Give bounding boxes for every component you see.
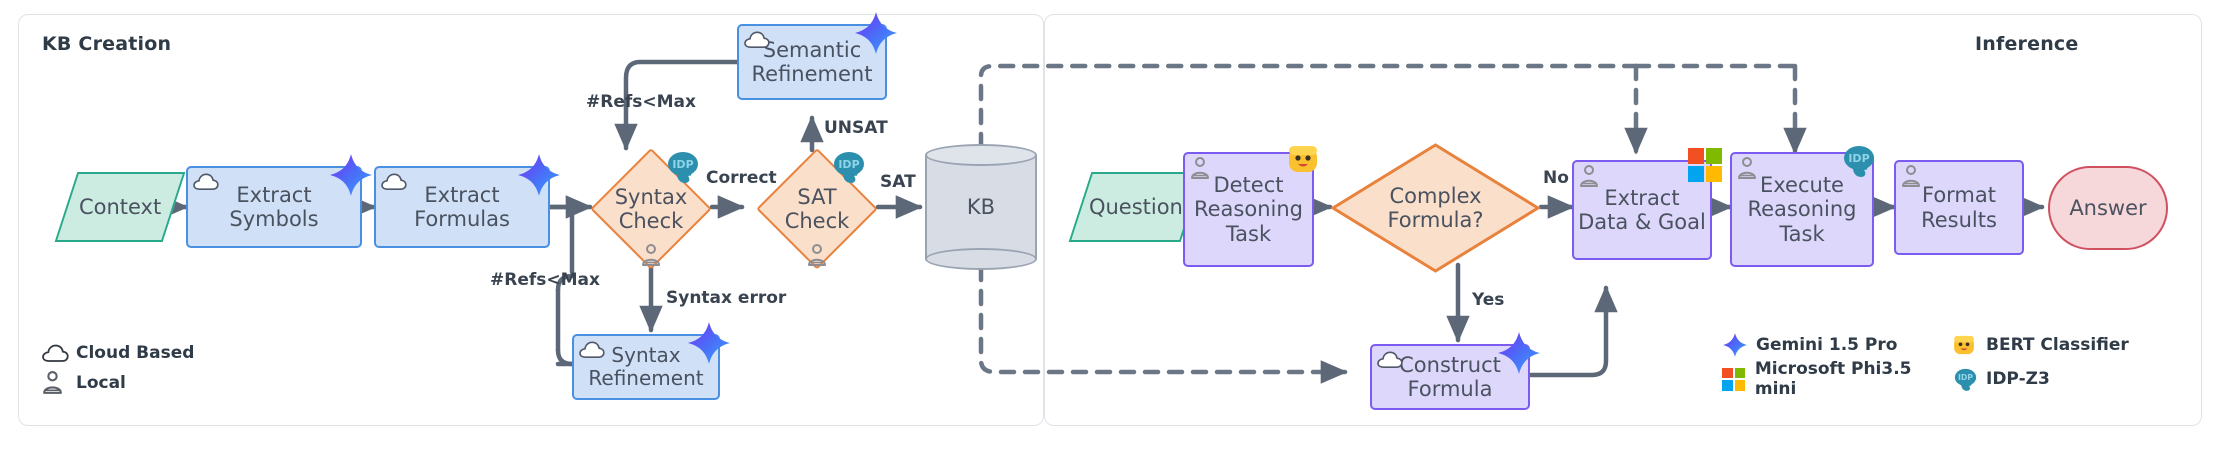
node-answer-label: Answer bbox=[2069, 195, 2147, 220]
node-answer[interactable]: Answer bbox=[2048, 166, 2168, 250]
node-extract-data-goal-label: Extract Data & Goal bbox=[1578, 185, 1706, 234]
node-execute-reasoning-task[interactable]: IDP Execute Reasoning Task bbox=[1730, 146, 1874, 267]
bert-classifier-icon bbox=[1952, 333, 1986, 357]
legend-item-label: Local bbox=[76, 373, 126, 393]
edge-label-yes: Yes bbox=[1472, 290, 1505, 310]
node-semantic-refinement-label: Semantic Refinement bbox=[751, 37, 873, 86]
node-syntax-refinement[interactable]: Syntax Refinement bbox=[572, 322, 730, 400]
edge-label-no: No bbox=[1543, 168, 1569, 188]
node-kb-label: KB bbox=[966, 194, 996, 219]
cloud-icon bbox=[193, 172, 219, 190]
legend-item-idp-z3: IDP IDP-Z3 bbox=[1952, 364, 2172, 394]
cloud-icon bbox=[381, 172, 407, 190]
node-detect-reasoning-task[interactable]: Detect Reasoning Task bbox=[1183, 146, 1317, 267]
legend-item-bert: BERT Classifier bbox=[1952, 330, 2172, 360]
node-extract-formulas-label: Extract Formulas bbox=[414, 182, 510, 231]
node-complex-formula-decision[interactable]: Complex Formula? bbox=[1330, 142, 1541, 274]
legend-item-label: IDP-Z3 bbox=[1986, 369, 2050, 389]
node-detect-reasoning-task-label: Detect Reasoning Task bbox=[1193, 172, 1303, 246]
legend-item-label: BERT Classifier bbox=[1986, 335, 2129, 355]
node-extract-symbols[interactable]: Extract Symbols bbox=[186, 154, 372, 248]
node-extract-data-goal[interactable]: Extract Data & Goal bbox=[1572, 148, 1722, 260]
node-construct-formula-label: Construct Formula bbox=[1399, 352, 1501, 401]
node-extract-symbols-label: Extract Symbols bbox=[229, 182, 319, 231]
diamond-outline bbox=[1330, 143, 1541, 273]
edge-label-unsat: UNSAT bbox=[824, 118, 888, 138]
legend-models: Gemini 1.5 Pro BERT Classifier Microsoft… bbox=[1722, 330, 2172, 399]
legend-item-microsoft: Microsoft Phi3.5 mini bbox=[1722, 359, 1952, 399]
node-question-label: Question bbox=[1089, 194, 1183, 219]
legend-item-local: Local bbox=[42, 368, 194, 398]
edge-label-refs-max-bottom: #Refs<Max bbox=[490, 270, 600, 290]
cylinder-top bbox=[925, 144, 1037, 166]
node-format-results[interactable]: Format Results bbox=[1894, 160, 2024, 255]
svg-text:IDP: IDP bbox=[672, 158, 693, 171]
legend-item-label: Gemini 1.5 Pro bbox=[1756, 335, 1898, 355]
panel-kb-creation-title: KB Creation bbox=[42, 33, 172, 55]
legend-item-label: Cloud Based bbox=[76, 343, 195, 363]
node-semantic-refinement[interactable]: Semantic Refinement bbox=[737, 12, 897, 100]
microsoft-logo-icon bbox=[1722, 367, 1755, 391]
legend-deployment: Cloud Based Local bbox=[42, 338, 194, 398]
edge-label-sat: SAT bbox=[880, 172, 916, 192]
legend-item-label: Microsoft Phi3.5 mini bbox=[1754, 359, 1912, 399]
node-kb-database[interactable]: KB bbox=[925, 144, 1037, 270]
node-context-label: Context bbox=[78, 194, 162, 219]
local-icon bbox=[42, 370, 76, 396]
node-construct-formula[interactable]: Construct Formula bbox=[1370, 332, 1540, 410]
svg-text:IDP: IDP bbox=[838, 158, 859, 171]
node-syntax-check[interactable]: IDP Syntax Check bbox=[590, 148, 712, 270]
legend-item-gemini: Gemini 1.5 Pro bbox=[1722, 330, 1952, 360]
node-sat-check-label: SAT Check bbox=[784, 184, 850, 233]
edge-label-refs-max-top: #Refs<Max bbox=[586, 92, 696, 112]
gemini-sparkle-icon bbox=[1722, 332, 1756, 358]
edge-label-correct: Correct bbox=[706, 168, 777, 188]
cloud-icon bbox=[42, 344, 76, 363]
panel-inference-title: Inference bbox=[1975, 33, 2079, 55]
svg-text:IDP: IDP bbox=[1848, 152, 1869, 165]
node-extract-formulas[interactable]: Extract Formulas bbox=[374, 154, 560, 248]
node-complex-formula-label: Complex Formula? bbox=[1387, 183, 1484, 232]
cylinder-body bbox=[925, 155, 1037, 259]
node-syntax-check-label: Syntax Check bbox=[614, 184, 688, 233]
node-sat-check[interactable]: IDP SAT Check bbox=[756, 148, 878, 270]
edge-label-syntax-error: Syntax error bbox=[666, 288, 787, 308]
svg-text:IDP: IDP bbox=[1958, 373, 1973, 382]
legend-item-cloud-based: Cloud Based bbox=[42, 338, 194, 368]
node-syntax-refinement-label: Syntax Refinement bbox=[588, 342, 704, 390]
node-context[interactable]: Context bbox=[54, 172, 186, 242]
node-format-results-label: Format Results bbox=[1921, 183, 1997, 232]
idp-z3-brain-icon: IDP bbox=[1952, 367, 1986, 392]
node-execute-reasoning-task-label: Execute Reasoning Task bbox=[1747, 172, 1857, 246]
cylinder-bottom bbox=[925, 248, 1037, 270]
